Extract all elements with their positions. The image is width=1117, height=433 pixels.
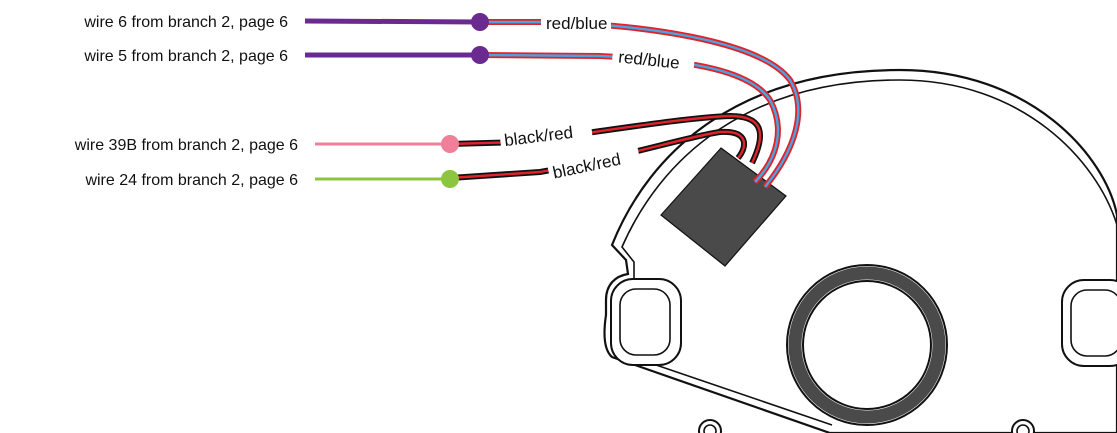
source-wires [304, 13, 489, 188]
source-wire-label: wire 5 from branch 2, page 6 [83, 48, 288, 65]
source-wire-label: wire 6 from branch 2, page 6 [83, 14, 288, 31]
connector-block [660, 147, 787, 267]
source-wire [305, 46, 489, 64]
harness-label: red/blue [541, 11, 611, 35]
harness-label: black/red [546, 142, 642, 186]
source-wire-label: wire 39B from branch 2, page 6 [74, 137, 298, 154]
source-wire-label: wire 24 from branch 2, page 6 [84, 172, 298, 189]
source-wire [315, 170, 459, 188]
source-wire-terminal [471, 13, 489, 31]
source-wire-terminal [441, 170, 459, 188]
source-wire [304, 13, 489, 31]
source-wire [315, 135, 459, 153]
harness-wire-label: red/blue [546, 14, 607, 33]
center-ring [786, 264, 948, 426]
right-mount-slot [1061, 279, 1117, 367]
source-wire-line [304, 18, 481, 25]
left-screw-hole [698, 419, 722, 433]
left-mount-slot [610, 278, 682, 366]
source-wire-terminal [471, 46, 489, 64]
source-wire-terminal [441, 135, 459, 153]
right-screw-hole [1011, 419, 1035, 433]
harness-label: black/red [498, 117, 594, 153]
harness-label: red/blue [610, 45, 696, 81]
sensor-plate [603, 68, 1117, 433]
